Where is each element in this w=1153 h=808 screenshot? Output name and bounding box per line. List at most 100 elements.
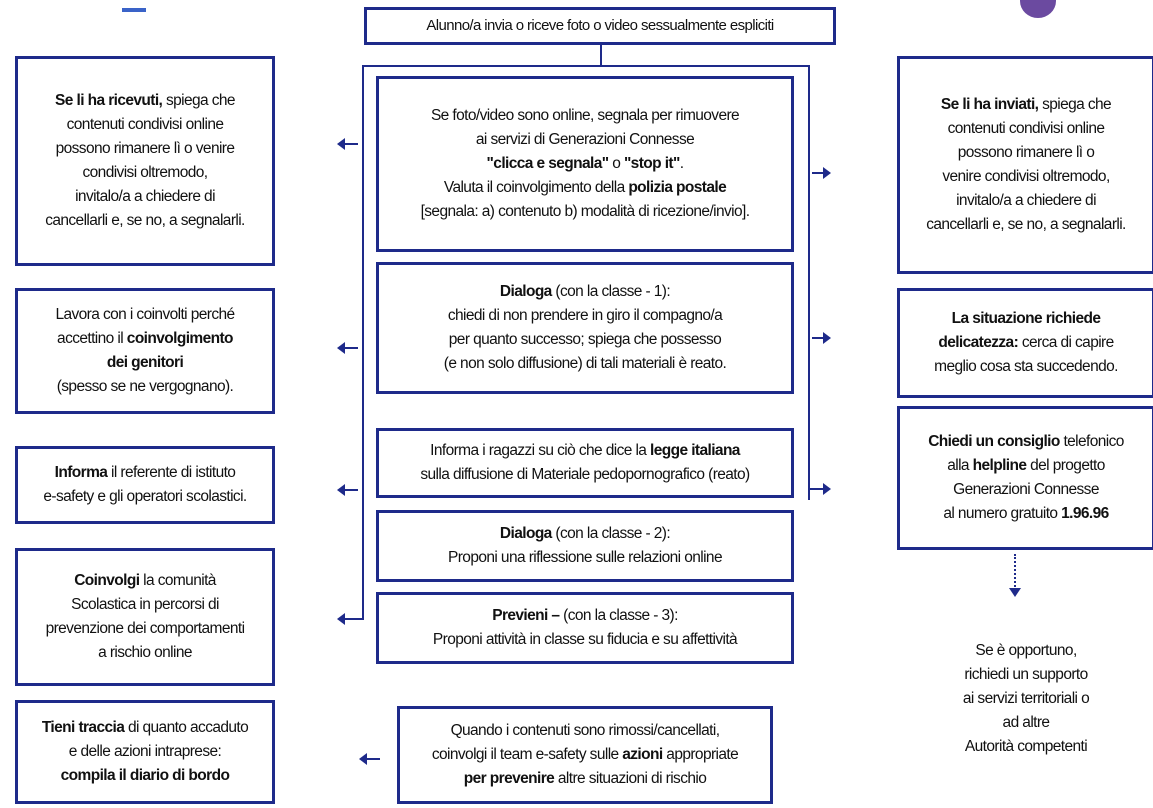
left-arrow-2	[337, 342, 358, 354]
text-line: coinvolgi il team e-safety sulle azioni …	[432, 743, 739, 767]
text-line: Coinvolgi la comunità	[74, 569, 216, 593]
text-line: contenuti condivisi online	[948, 117, 1105, 141]
text: Proponi una riflessione sulle relazioni …	[448, 549, 723, 566]
right-arrow-1	[812, 167, 831, 179]
text-line: Chiedi un consiglio telefonico	[928, 430, 1124, 454]
left-box-genitori: Lavora con i coinvolti perché accettino i…	[15, 288, 275, 414]
text-line: Valuta il coinvolgimento della polizia p…	[444, 176, 727, 200]
text: Scolastica in percorsi di	[71, 595, 219, 613]
bold-text: Dialoga	[499, 524, 552, 542]
center-box-previeni: Previeni – (con la classe - 3):Proponi a…	[376, 592, 794, 664]
text-line: possono rimanere lì o	[958, 141, 1095, 165]
text: Lavora con i coinvolti perché	[55, 305, 235, 323]
bold-text: dei genitori	[106, 354, 184, 371]
text: Quando i contenuti sono rimossi/cancella…	[450, 721, 720, 739]
bold-text: legge italiana	[650, 441, 740, 459]
text: Se è opportuno,	[975, 641, 1077, 659]
text-line: Informa i ragazzi su ciò che dice la leg…	[430, 439, 740, 463]
text-line: Previeni – (con la classe - 3):	[492, 604, 678, 628]
text-line: chiedi di non prendere in giro il compag…	[447, 304, 723, 328]
center-box-segnala: Se foto/video sono online, segnala per r…	[376, 76, 794, 252]
text: (spesso se ne vergognano).	[56, 378, 234, 396]
text: contenuti condivisi online	[66, 115, 224, 133]
text: del progetto	[1026, 456, 1105, 474]
text-line: venire condivisi oltremodo,	[942, 165, 1110, 189]
top-connector-right	[808, 65, 810, 500]
text-line: e delle azioni intraprese:	[69, 740, 222, 764]
text: richiedi un supporto	[964, 665, 1088, 683]
text-line: [segnala: a) contenuto b) modalità di ri…	[421, 200, 750, 224]
bold-text: Informa	[54, 463, 108, 481]
text: di quanto accaduto	[124, 718, 249, 736]
text-line: ai servizi di Generazioni Connesse	[475, 128, 695, 152]
text-line: "clicca e segnala" o "stop it".	[487, 152, 684, 176]
text-line: richiedi un supporto	[964, 663, 1088, 687]
right-box-inviati: Se li ha inviati, spiega che contenuti co…	[897, 56, 1153, 274]
bold-text: Dialoga	[499, 282, 552, 300]
right-arrow-2	[812, 332, 831, 344]
top-connector-bar	[362, 65, 810, 67]
text: ai servizi di Generazioni Connesse	[475, 130, 695, 148]
bold-text: Coinvolgi	[74, 571, 140, 589]
text-line: Se li ha ricevuti, spiega che	[55, 89, 236, 113]
bold-text: helpline	[972, 456, 1027, 474]
text: (con la classe - 1):	[551, 282, 671, 300]
bold-text: La situazione richiede	[951, 309, 1101, 327]
text: la comunità	[139, 571, 216, 589]
text: per quanto successo; spiega che possesso	[448, 331, 722, 348]
left-arrow-4	[337, 613, 362, 625]
top-connector-left	[362, 65, 364, 620]
text: Se foto/video sono online, segnala per r…	[430, 106, 740, 124]
text: accettino il	[57, 329, 127, 347]
text: .	[679, 154, 684, 172]
bold-text: azioni	[622, 745, 663, 763]
top-box-text: Alunno/a invia o riceve foto o video ses…	[426, 17, 774, 35]
text: Informa i ragazzi su ciò che dice la	[430, 441, 651, 459]
text-line: Tieni traccia di quanto accaduto	[41, 716, 249, 740]
center-box-legge: Informa i ragazzi su ciò che dice la leg…	[376, 428, 794, 498]
bold-text: delicatezza:	[938, 333, 1019, 351]
text: contenuti condivisi online	[947, 119, 1105, 137]
text: ad altre	[1002, 714, 1051, 731]
text: cerca di capire	[1018, 333, 1114, 351]
text: alla	[947, 456, 973, 474]
text: al numero gratuito	[943, 505, 1062, 523]
text: o	[608, 154, 624, 172]
text-line: Generazioni Connesse	[953, 478, 1099, 502]
text: Autorità competenti	[964, 738, 1088, 756]
text-line: contenuti condivisi online	[67, 113, 224, 137]
bold-text: compila il diario di bordo	[60, 767, 230, 784]
bold-text: "stop it"	[623, 154, 680, 172]
text-line: invitalo/a a chiedere di	[956, 189, 1096, 213]
text-line: La situazione richiede	[952, 307, 1101, 331]
text: (e non solo diffusione) di tali material…	[443, 355, 727, 373]
left-box-ricevuti: Se li ha ricevuti, spiega che contenuti c…	[15, 56, 275, 266]
left-arrow-1	[337, 138, 358, 150]
text: meglio cosa sta succedendo.	[934, 358, 1118, 375]
text: ai servizi territoriali o	[962, 689, 1090, 707]
text-line: delicatezza: cerca di capire	[938, 331, 1114, 355]
text: possono rimanere lì o venire	[55, 139, 235, 157]
left-logo-icon	[122, 0, 146, 12]
bold-text: Tieni traccia	[41, 718, 125, 736]
text: il referente di istituto	[107, 463, 236, 481]
text-line: meglio cosa sta succedendo.	[934, 355, 1118, 379]
text: invitalo/a a chiedere di	[956, 192, 1096, 210]
text: spiega che	[1038, 95, 1112, 113]
bold-text: Previeni –	[492, 606, 564, 624]
text-line: al numero gratuito 1.96.96	[943, 502, 1109, 526]
text: spiega che	[162, 91, 236, 109]
text: chiedi di non prendere in giro il compag…	[447, 306, 723, 324]
text-line: compila il diario di bordo	[61, 764, 230, 788]
center-box-dialoga-1: Dialoga (con la classe - 1): chiedi di no…	[376, 262, 794, 394]
text-line: ai servizi territoriali o	[962, 687, 1090, 711]
text-line: ad altre	[1002, 711, 1051, 735]
top-connector	[600, 45, 602, 67]
bold-text: "clicca e segnala"	[486, 154, 610, 172]
text-line: Dialoga (con la classe - 1):	[499, 280, 671, 304]
bold-text: Se li ha ricevuti,	[55, 91, 163, 109]
text: a rischio online	[98, 644, 192, 662]
bold-text: Se li ha inviati,	[940, 95, 1039, 113]
text-line: per prevenire altre situazioni di rischi…	[464, 767, 707, 791]
right-box-helpline: Chiedi un consiglio telefonico alla helpl…	[897, 406, 1153, 550]
